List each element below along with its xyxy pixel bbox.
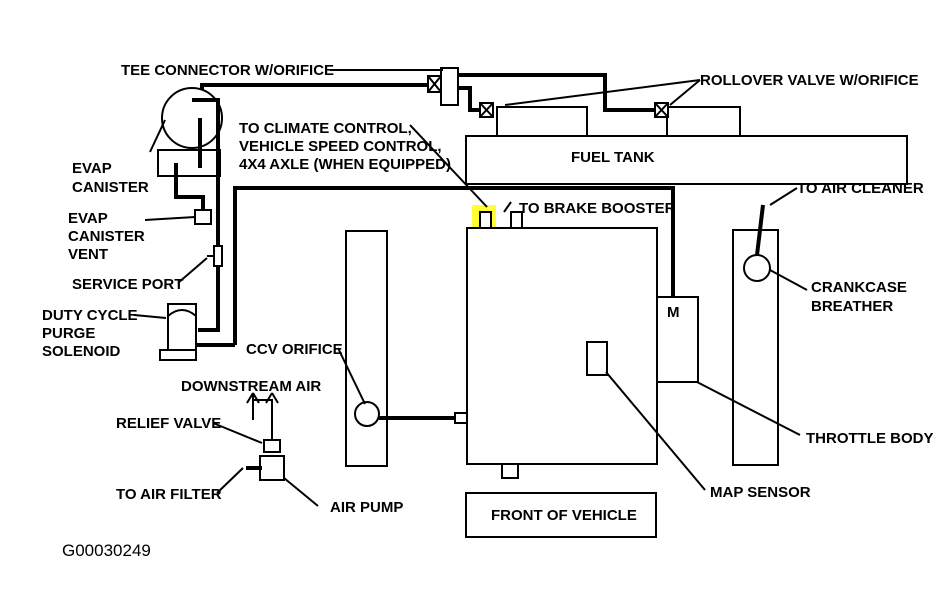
front-of-vehicle-label: FRONT OF VEHICLE	[491, 507, 637, 524]
climate-control-label-1: TO CLIMATE CONTROL,	[239, 120, 412, 137]
duty-cycle-purge-solenoid	[159, 303, 197, 361]
downstream-air-label: DOWNSTREAM AIR	[181, 378, 321, 395]
relief-valve-label: RELIEF VALVE	[116, 415, 221, 432]
vacuum-fittings	[472, 201, 523, 231]
ccv-orifice	[354, 401, 380, 427]
ccv-orifice-label: CCV ORIFICE	[246, 341, 343, 358]
evap-canister-label-2: CANISTER	[72, 179, 149, 196]
throttle-body-m-label: M	[667, 304, 680, 321]
valve-cover-left	[345, 230, 468, 467]
duty-cycle-label-3: SOLENOID	[42, 343, 121, 360]
crankcase-breather-label-2: BREATHER	[811, 298, 893, 315]
evap-vent-label-3: VENT	[68, 246, 108, 263]
service-port-label: SERVICE PORT	[72, 276, 183, 293]
throttle-body-label: THROTTLE BODY	[806, 430, 934, 447]
leader-lines	[133, 69, 808, 507]
valve-cover-right	[732, 204, 779, 466]
labels: TEE CONNECTOR W/ORIFICE ROLLOVER VALVE W…	[42, 62, 934, 560]
rollover-valve-label: ROLLOVER VALVE W/ORIFICE	[700, 72, 919, 89]
evap-canister-vent	[194, 209, 212, 225]
tee-connector-label: TEE CONNECTOR W/ORIFICE	[121, 62, 334, 79]
to-air-filter-label: TO AIR FILTER	[116, 486, 222, 503]
front-of-vehicle-box	[465, 492, 657, 538]
evap-vent-label-2: CANISTER	[68, 228, 145, 245]
air-pump	[259, 455, 285, 481]
map-sensor	[586, 341, 608, 376]
throttle-body	[656, 296, 699, 383]
duty-cycle-label-2: PURGE	[42, 325, 95, 342]
fuel-tank-label: FUEL TANK	[571, 149, 655, 166]
air-pump-label: AIR PUMP	[330, 499, 403, 516]
duty-cycle-label-1: DUTY CYCLE	[42, 307, 138, 324]
engine	[466, 227, 699, 479]
vapor-lines-top	[200, 67, 669, 118]
service-port	[213, 245, 223, 267]
map-sensor-label: MAP SENSOR	[710, 484, 811, 501]
purge-line	[159, 100, 675, 361]
evap-canister-label-1: EVAP	[72, 160, 112, 177]
climate-control-label-2: VEHICLE SPEED CONTROL,	[239, 138, 442, 155]
climate-control-label-3: 4X4 AXLE (WHEN EQUIPPED)	[239, 156, 451, 173]
crankcase-breather	[743, 254, 771, 282]
air-pump-assembly	[246, 392, 285, 481]
air-cleaner-label: TO AIR CLEANER	[797, 180, 924, 197]
brake-booster-label: TO BRAKE BOOSTER	[519, 200, 676, 217]
climate-control-port	[479, 211, 492, 230]
evap-canister	[157, 87, 223, 225]
fuel-tank	[465, 106, 908, 185]
relief-valve	[263, 439, 281, 453]
evap-vent-label-1: EVAP	[68, 210, 108, 227]
crankcase-breather-label-1: CRANKCASE	[811, 279, 907, 296]
figure-id-label: G00030249	[62, 541, 151, 560]
tee-connector	[440, 67, 459, 106]
